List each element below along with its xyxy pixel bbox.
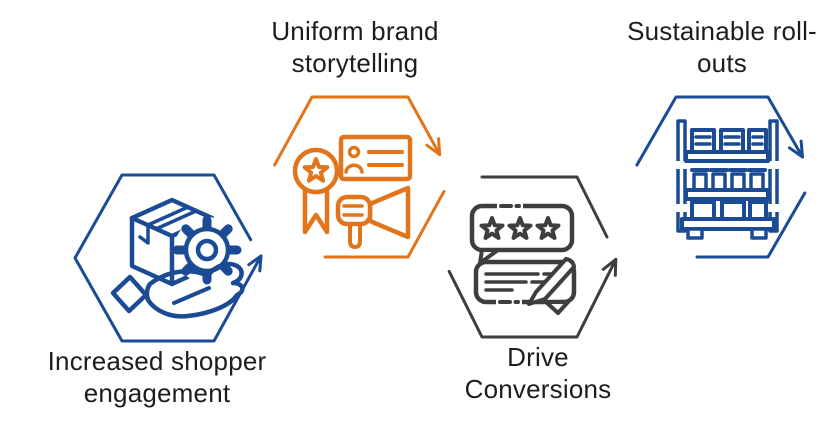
step-label-3: Drive Conversions — [464, 342, 612, 404]
hexagon-step-3 — [447, 175, 618, 339]
star-review-pencil-icon — [469, 202, 577, 315]
step-label-2: Uniform brand storytelling — [271, 16, 439, 78]
retail-shelf-icon — [675, 119, 780, 240]
hexagon-outline — [447, 257, 618, 339]
award-badge-id-card-megaphone-icon — [292, 134, 413, 249]
hexagon-outline — [480, 175, 609, 239]
hexagon-step-4 — [635, 95, 807, 259]
flow-arrow-1 — [247, 254, 263, 273]
hexagon-outline — [695, 191, 807, 259]
hexagon-outline — [635, 95, 804, 167]
hand-holding-box-with-gear-icon — [110, 197, 245, 319]
hexagon-step-2 — [273, 95, 446, 259]
step-label-1: Increased shopper engagement — [47, 346, 267, 408]
flow-arrow-4 — [787, 139, 804, 159]
step-label-4: Sustainable roll-outs — [627, 16, 817, 78]
hexagon-outline — [273, 95, 442, 167]
hexagon-step-1 — [73, 173, 263, 343]
flow-arrow-2 — [425, 137, 442, 157]
hexagon-outline — [323, 189, 446, 259]
hexagon-outline — [73, 173, 263, 343]
flow-arrow-3 — [601, 257, 618, 277]
